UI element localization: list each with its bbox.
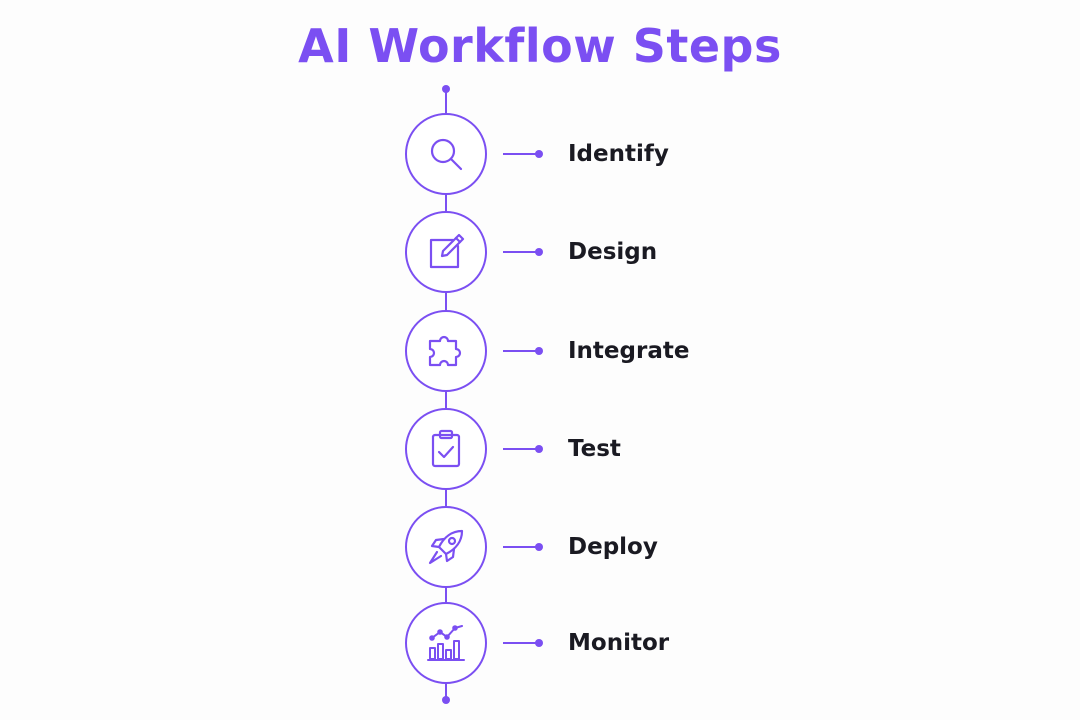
clipboard-check-icon — [431, 429, 461, 468]
step-icon-circle — [405, 310, 487, 392]
puzzle-piece-icon — [428, 335, 462, 367]
step-label: Identify — [568, 141, 669, 167]
step-connector-dot — [535, 639, 543, 647]
step-label: Design — [568, 239, 658, 265]
step-connector-dot — [535, 347, 543, 355]
step-integrate: Integrate — [0, 310, 1080, 392]
step-connector — [503, 448, 537, 450]
step-icon-circle — [405, 113, 487, 195]
step-connector-dot — [535, 445, 543, 453]
timeline-end-dot — [442, 696, 450, 704]
step-connector-dot — [535, 248, 543, 256]
step-icon-circle — [405, 211, 487, 293]
step-icon-circle — [405, 602, 487, 684]
step-label: Deploy — [568, 534, 658, 560]
step-connector — [503, 251, 537, 253]
magnifier-icon — [430, 138, 463, 171]
pencil-square-icon — [429, 233, 465, 269]
step-connector — [503, 642, 537, 644]
step-label: Test — [568, 436, 621, 462]
step-label: Integrate — [568, 338, 690, 364]
step-monitor: Monitor — [0, 602, 1080, 684]
timeline-start-dot — [442, 85, 450, 93]
rocket-icon — [428, 529, 464, 565]
page-title: AI Workflow Steps — [298, 19, 782, 73]
step-test: Test — [0, 408, 1080, 490]
step-design: Design — [0, 211, 1080, 293]
step-connector — [503, 546, 537, 548]
step-identify: Identify — [0, 113, 1080, 195]
step-icon-circle — [405, 408, 487, 490]
step-deploy: Deploy — [0, 506, 1080, 588]
step-connector — [503, 350, 537, 352]
bar-chart-trend-icon — [427, 625, 465, 661]
step-icon-circle — [405, 506, 487, 588]
step-connector-dot — [535, 150, 543, 158]
timeline-spine — [445, 89, 447, 700]
step-connector — [503, 153, 537, 155]
step-label: Monitor — [568, 630, 670, 656]
step-connector-dot — [535, 543, 543, 551]
